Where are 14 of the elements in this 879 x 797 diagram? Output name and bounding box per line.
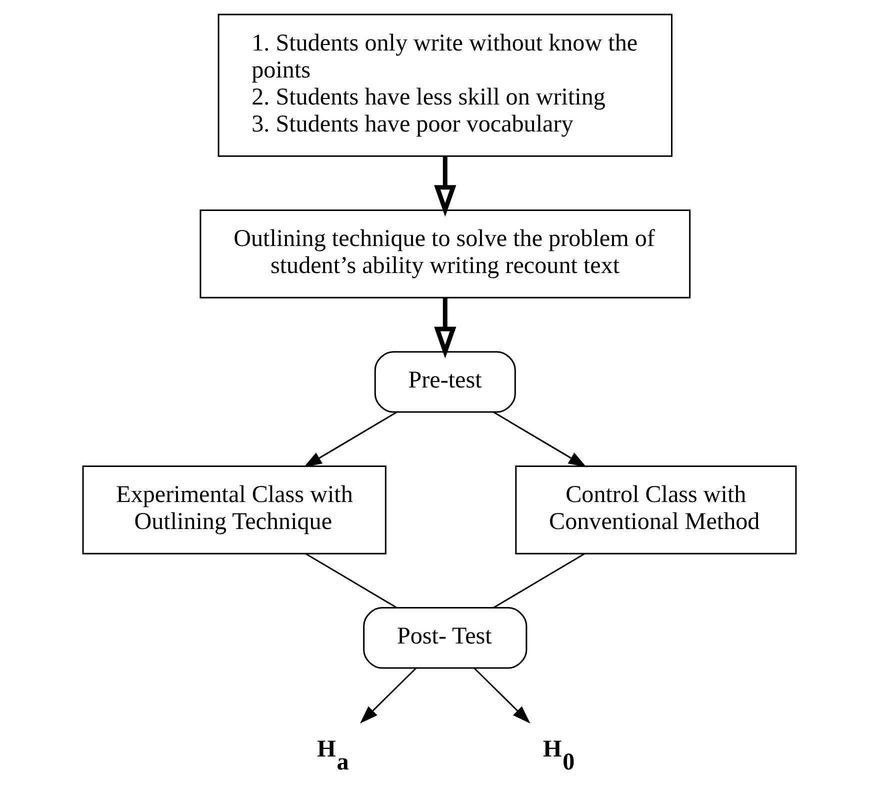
node-box: 1. Students only write without know the points 2. Students have less skill on writing 3. Students have poor vocabulary: [218, 14, 672, 157]
arrow: [434, 298, 456, 358]
arrow: [434, 156, 456, 217]
node-box: Post- Test: [363, 607, 528, 669]
arrow: [474, 668, 530, 724]
arrow: [304, 411, 398, 468]
node-box: Outlining technique to solve the problem of student’s ability writing recount text: [200, 210, 691, 298]
node-box: Experimental Class with Outlining Technique: [82, 466, 386, 554]
connector: [305, 553, 397, 608]
node-box: Control Class with Conventional Method: [515, 466, 797, 554]
connector: [493, 553, 585, 608]
node-box: Pre-test: [374, 351, 516, 413]
arrow: [493, 411, 587, 468]
arrow: [360, 668, 417, 724]
